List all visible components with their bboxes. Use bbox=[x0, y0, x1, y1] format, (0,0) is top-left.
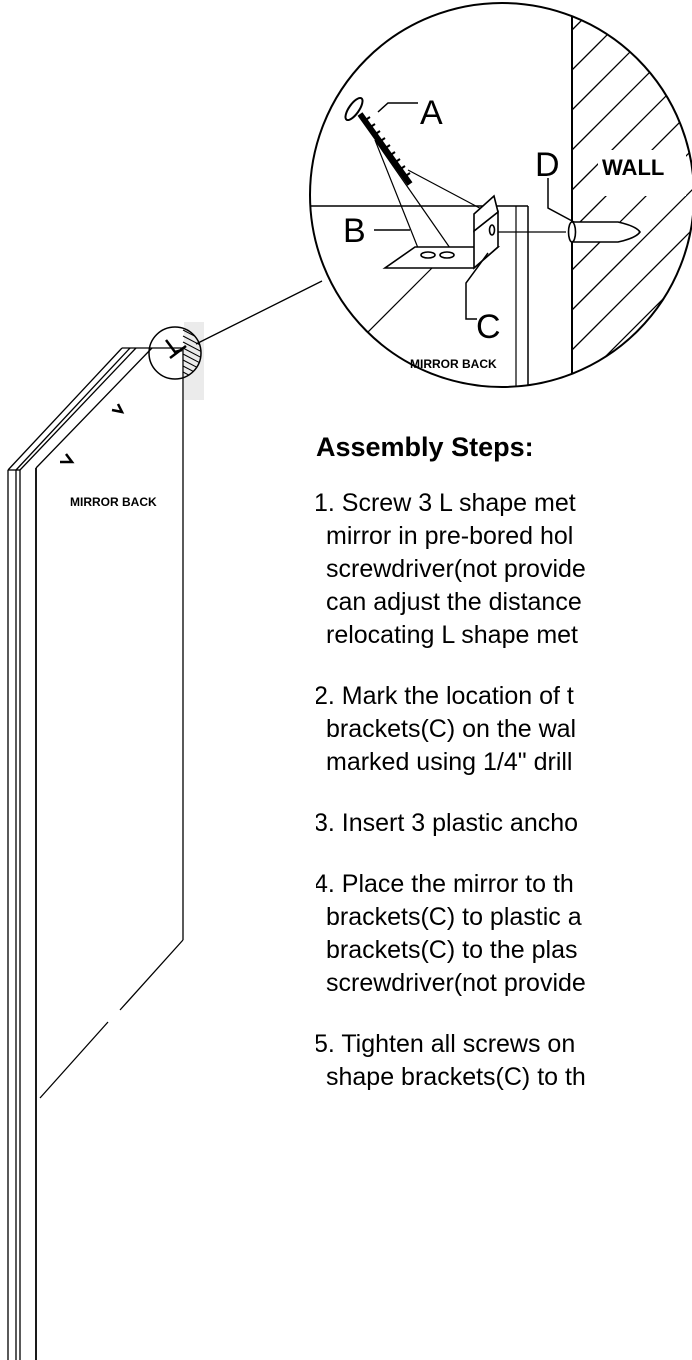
step-line: 2. Mark the location of t bbox=[316, 682, 574, 710]
step-line: brackets(C) on the wal bbox=[326, 715, 577, 743]
label-c: C bbox=[476, 308, 501, 346]
step-line: can adjust the distance bbox=[326, 588, 582, 616]
step-line: relocating L shape met bbox=[326, 621, 579, 649]
step-5: 5. Tighten all screws on shape brackets(… bbox=[316, 1028, 692, 1094]
detail-view: A B C D WALL MIRROR BACK bbox=[309, 2, 692, 388]
step-2: 2. Mark the location of t brackets(C) on… bbox=[316, 680, 692, 779]
step-line: 1. Screw 3 L shape met bbox=[316, 489, 576, 517]
step-1: 1. Screw 3 L shape met mirror in pre-bor… bbox=[316, 487, 692, 652]
label-mirror-back-detail: MIRROR BACK bbox=[410, 357, 497, 371]
label-b: B bbox=[343, 212, 366, 250]
step-line: screwdriver(not provide bbox=[326, 555, 586, 583]
small-detail-circle bbox=[148, 322, 204, 400]
label-a: A bbox=[420, 94, 443, 132]
step-line: marked using 1/4" drill bbox=[326, 748, 573, 776]
step-4: 4. Place the mirror to th brackets(C) to… bbox=[316, 868, 692, 1000]
step-line: brackets(C) to the plas bbox=[326, 936, 578, 964]
label-mirror-back-main: MIRROR BACK bbox=[70, 495, 157, 509]
assembly-steps: Assembly Steps: 1. Screw 3 L shape met m… bbox=[316, 432, 692, 1122]
detail-connector bbox=[195, 280, 323, 345]
step-line: mirror in pre-bored hol bbox=[326, 522, 574, 550]
plastic-anchor-d-icon bbox=[567, 221, 641, 243]
label-wall: WALL bbox=[602, 155, 664, 180]
step-line: 3. Insert 3 plastic ancho bbox=[316, 809, 579, 837]
steps-title: Assembly Steps: bbox=[316, 432, 534, 462]
step-line: 4. Place the mirror to th bbox=[316, 870, 574, 898]
step-3: 3. Insert 3 plastic ancho bbox=[316, 807, 692, 840]
label-d: D bbox=[535, 146, 560, 184]
step-line: shape brackets(C) to th bbox=[326, 1063, 586, 1091]
screw-a-icon bbox=[344, 96, 413, 186]
mirror-panel bbox=[7, 347, 184, 1360]
step-line: screwdriver(not provide bbox=[326, 969, 586, 997]
step-line: 5. Tighten all screws on bbox=[316, 1030, 576, 1058]
step-line: brackets(C) to plastic a bbox=[326, 903, 582, 931]
l-bracket-c-icon bbox=[382, 194, 501, 270]
